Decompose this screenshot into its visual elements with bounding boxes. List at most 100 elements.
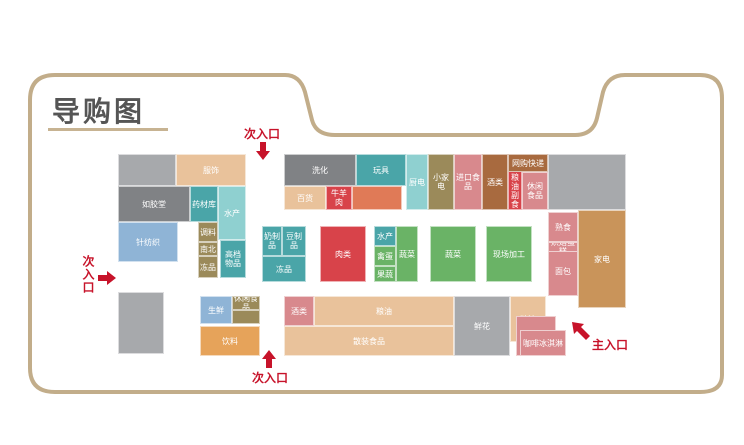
arrow-icon [572,322,590,340]
store-label: 水产 [377,231,393,241]
store-block[interactable]: 调料 [198,222,218,242]
store-label: 果蔬 [377,269,393,279]
store-block[interactable]: 禽蛋 [374,246,396,266]
store-label: 鲜花 [474,321,490,331]
title-underline [48,128,168,131]
arrow-icon [98,271,116,285]
store-block[interactable]: 酒类 [284,296,314,326]
store-label: 玩具 [373,165,389,175]
store-block[interactable]: 高档物品 [220,240,246,278]
store-block[interactable]: 现场加工 [486,226,532,282]
store-label [245,316,247,318]
store-label: 奶制品 [264,232,280,250]
store-block[interactable]: 牛羊肉 [326,186,352,210]
store-label: 服饰 [203,165,219,175]
store-label [376,197,378,199]
store-block[interactable]: 药材库 [190,186,218,222]
store-label: 熟食 [555,222,571,232]
entrance-top-label: 次入口 [244,127,281,141]
arrow-icon [256,142,270,160]
store-label: 冻品 [200,262,216,272]
store-block[interactable]: 果蔬 [374,266,396,282]
store-block[interactable]: 蔬菜 [396,226,418,282]
store-label: 家电 [594,254,610,264]
arrow-icon [262,350,276,368]
store-label: 酒类 [487,177,503,187]
store-label: 进口食品 [456,173,480,191]
store-block[interactable] [118,154,176,186]
store-label [140,322,142,324]
store-block[interactable]: 鲜花 [454,296,510,356]
store-block[interactable]: 蔬菜 [430,226,476,282]
store-label: 散装食品 [353,336,385,346]
store-block[interactable]: 休闲食品 [232,296,260,310]
store-block[interactable]: 熟食 [548,212,578,242]
store-block[interactable]: 酒类 [482,154,508,210]
store-block[interactable]: 网购快递 [508,154,548,172]
store-block[interactable]: 冻品 [262,256,306,282]
store-block[interactable]: 服饰 [176,154,246,186]
store-block[interactable] [352,186,402,210]
store-label: 洗化 [312,165,328,175]
store-label [146,169,148,171]
store-label: 药材库 [192,199,216,209]
store-label: 烘焙蛋糕 [551,242,575,252]
store-label: 现场加工 [493,249,525,259]
store-block[interactable]: 休闲食品 [522,172,548,210]
store-label: 蔬菜 [445,249,461,259]
store-label: 酒类 [291,306,307,316]
store-label: 如胶堂 [142,199,166,209]
store-label: 饮料 [222,336,238,346]
store-label: 牛羊肉 [331,189,347,207]
store-label: 网购快递 [512,158,544,168]
store-block[interactable]: 家电 [578,210,626,308]
store-block[interactable]: 如胶堂 [118,186,190,222]
store-block[interactable]: 散装食品 [284,326,454,356]
map-outline [28,73,724,394]
store-label: 蔬菜 [399,249,415,259]
store-block[interactable]: 饮料 [200,326,260,356]
store-block[interactable]: 厨电 [406,154,428,210]
store-block[interactable]: 水产 [374,226,396,246]
store-block[interactable]: 进口食品 [454,154,482,210]
store-block[interactable]: 烘焙蛋糕 [548,242,578,252]
store-label: 针纺织 [136,237,160,247]
store-label: 休闲食品 [234,296,258,310]
store-block[interactable]: 冻品 [198,256,218,278]
store-block[interactable]: 南北 [198,242,218,256]
store-block[interactable]: 奶制品 [262,226,282,256]
store-block[interactable]: 水产 [218,186,246,240]
store-block[interactable]: 肉类 [320,226,366,282]
store-label: 粮油 [376,306,392,316]
store-label: 高档物品 [225,250,241,268]
store-block[interactable]: 粮油 [314,296,454,326]
store-block[interactable]: 玩具 [356,154,406,186]
store-block[interactable] [118,292,164,354]
entrance-main-label: 主入口 [592,338,629,352]
store-block[interactable]: 小家电 [428,154,454,210]
store-label: 禽蛋 [377,251,393,261]
page-title: 导购图 [52,95,146,128]
store-block[interactable]: 针纺织 [118,222,178,262]
store-label: 咖啡冰淇淋 [523,338,563,348]
store-block[interactable] [548,154,626,210]
store-label: 百货 [297,193,313,203]
store-label: 南北 [200,244,216,254]
store-block[interactable]: 百货 [284,186,326,210]
store-block[interactable]: 生鲜 [200,296,232,324]
store-label: 休闲食品 [527,182,543,200]
store-label: 生鲜 [208,305,224,315]
store-label [586,181,588,183]
store-label: 肉类 [335,249,351,259]
entrance-bottom-label: 次入口 [252,371,289,385]
store-label: 小家电 [433,173,449,191]
store-block[interactable]: 豆制品 [282,226,306,256]
store-label: 豆制品 [286,232,302,250]
entrance-left-label: 次入口 [81,255,95,294]
store-label: 调料 [200,227,216,237]
store-block[interactable]: 洗化 [284,154,356,186]
store-block[interactable] [232,310,260,324]
store-block[interactable]: 咖啡冰淇淋 [520,330,566,356]
store-block[interactable]: 面包 [548,246,578,296]
